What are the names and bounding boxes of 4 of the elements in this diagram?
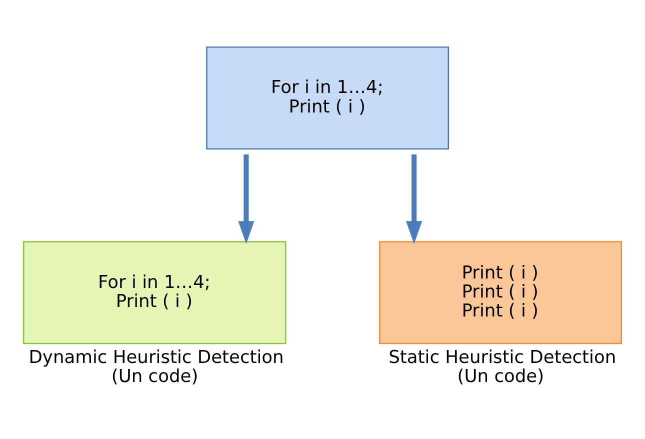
arrow — [406, 154, 422, 244]
node-label: Static Heuristic Detection (Un code) — [388, 346, 616, 387]
arrow — [238, 154, 254, 244]
node-label: Dynamic Heuristic Detection (Un code) — [28, 346, 284, 387]
